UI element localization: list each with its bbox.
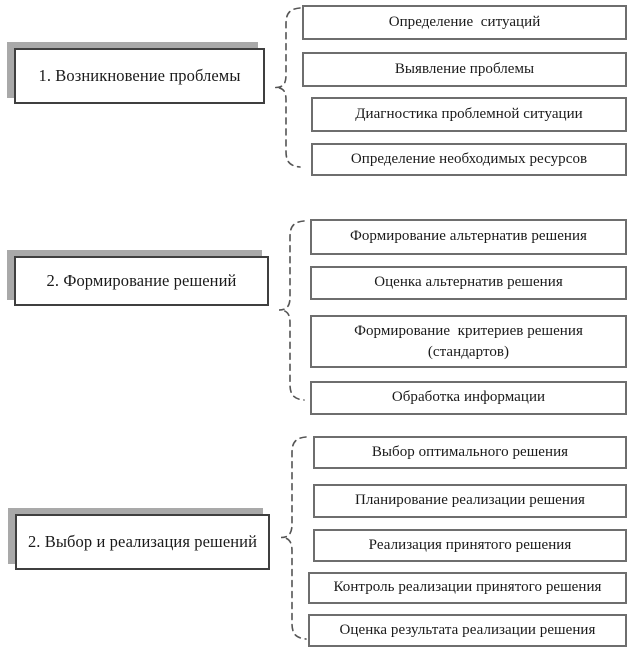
item-2-3[interactable]: Формирование критериев решения (стандарт… (310, 315, 627, 368)
brace-group-2 (272, 218, 306, 403)
item-1-3[interactable]: Диагностика проблемной ситуации (311, 97, 627, 132)
brace-group-3 (274, 434, 308, 642)
stage-3-box[interactable]: 2. Выбор и реализация решений (15, 514, 270, 570)
item-3-2[interactable]: Планирование реализации решения (313, 484, 627, 518)
item-2-4[interactable]: Обработка информации (310, 381, 627, 415)
item-1-1[interactable]: Определение ситуаций (302, 5, 627, 40)
item-3-1[interactable]: Выбор оптимального решения (313, 436, 627, 469)
item-3-3[interactable]: Реализация принятого решения (313, 529, 627, 562)
item-1-4[interactable]: Определение необходимых ресурсов (311, 143, 627, 176)
item-3-4[interactable]: Контроль реализации принятого решения (308, 572, 627, 604)
item-2-1[interactable]: Формирование альтернатив решения (310, 219, 627, 255)
stage-1-box[interactable]: 1. Возникновение проблемы (14, 48, 265, 104)
brace-group-1 (268, 5, 302, 170)
item-3-5[interactable]: Оценка результата реализации решения (308, 614, 627, 647)
stage-2-box[interactable]: 2. Формирование решений (14, 256, 269, 306)
item-2-2[interactable]: Оценка альтернатив решения (310, 266, 627, 300)
item-1-2[interactable]: Выявление проблемы (302, 52, 627, 87)
